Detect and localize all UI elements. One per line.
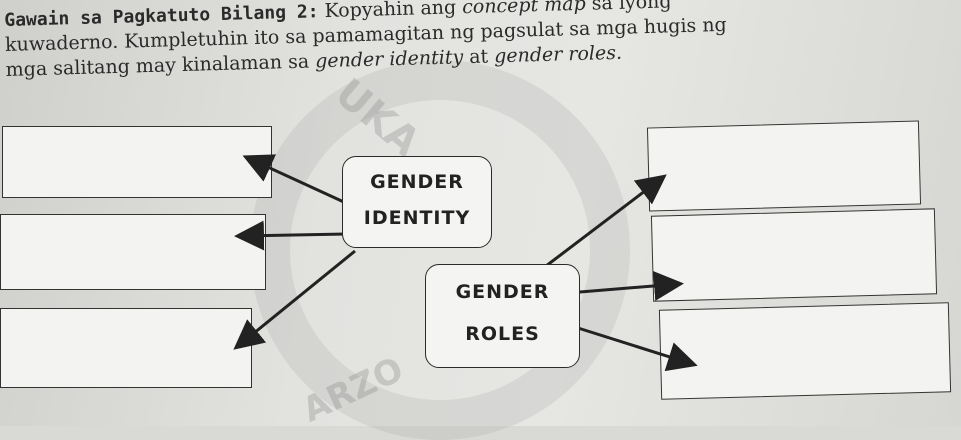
node-identity-line2: IDENTITY — [363, 207, 471, 229]
node-gender-identity: GENDER IDENTITY — [342, 156, 492, 248]
arrow-roles-2 — [579, 271, 684, 301]
arrow-identity-1 — [242, 154, 347, 205]
arrow-identity-3 — [233, 249, 356, 350]
node-gender-roles: GENDER ROLES — [425, 264, 580, 368]
node-identity-line1: GENDER — [370, 171, 464, 193]
node-roles-line1: GENDER — [455, 281, 550, 303]
connector-arrows — [233, 154, 698, 372]
answer-box-identity-3[interactable] — [0, 308, 252, 388]
arrow-roles-3 — [577, 326, 698, 372]
answer-box-identity-2[interactable] — [0, 214, 266, 290]
answer-box-identity-1[interactable] — [2, 126, 272, 198]
node-roles-line2: ROLES — [465, 323, 540, 345]
arrow-identity-2 — [234, 220, 347, 251]
arrow-roles-1 — [545, 174, 667, 268]
